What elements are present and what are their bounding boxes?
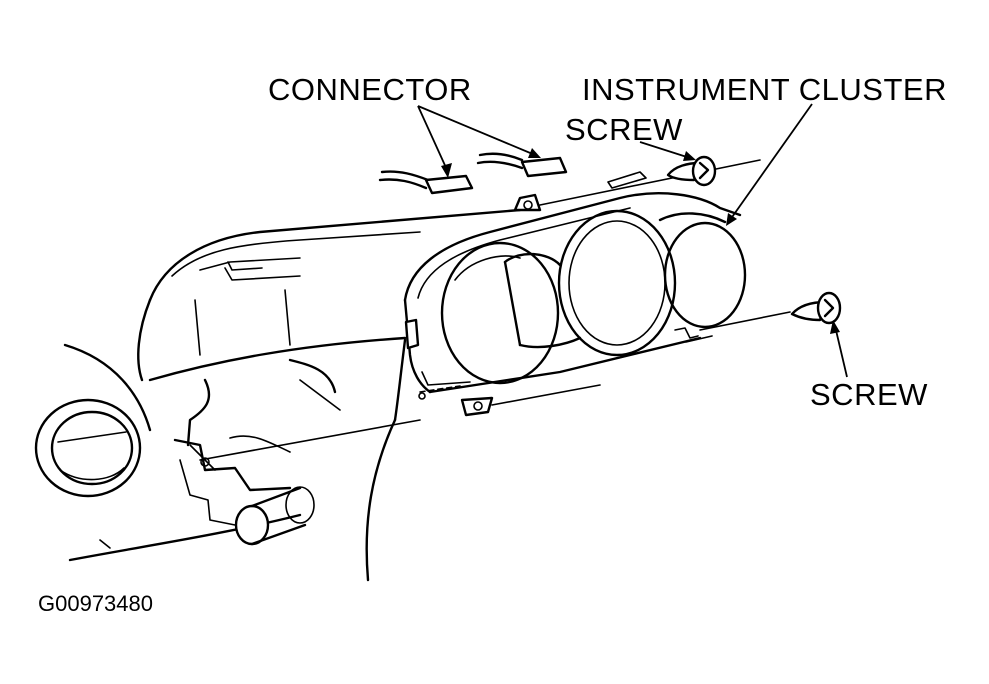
dashboard-panel [68, 208, 522, 582]
air-vent [34, 343, 152, 498]
instrument-cluster-label: INSTRUMENT CLUSTER [582, 72, 947, 107]
instrument-cluster [403, 159, 791, 417]
connectors [378, 152, 647, 195]
screw-lower-label: SCREW [810, 377, 928, 412]
connector-right [476, 152, 568, 178]
screw-lower [790, 291, 842, 325]
leader-lines [417, 103, 848, 378]
screw-upper-label: SCREW [565, 112, 683, 147]
connector-left [378, 170, 474, 195]
connector-label: CONNECTOR [268, 72, 472, 107]
screw-upper [666, 155, 717, 187]
figure-id: G00973480 [38, 591, 153, 616]
